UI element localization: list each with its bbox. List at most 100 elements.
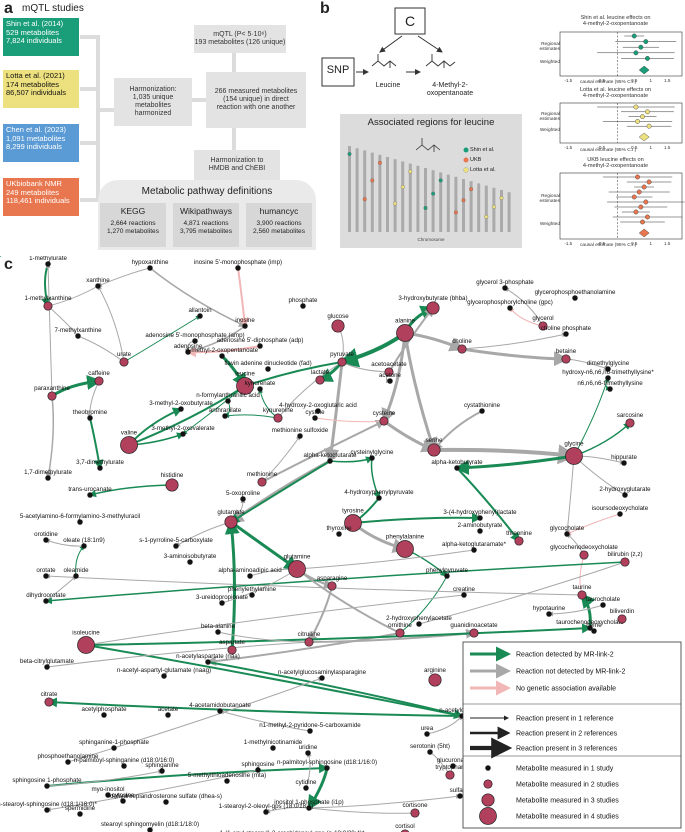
metabolite-label: orotidine [34,531,58,538]
metabolite-label: choline phosphate [541,325,592,332]
metabolite-label: bilirubin (z,z) [607,551,642,558]
forest-tick-label: 0.5 [631,145,638,150]
metabolite-label: citrulline [298,631,321,638]
metabolite-label: ornithine [388,622,412,629]
metabolite-node-circle [77,811,83,817]
metabolite-node-circle [43,573,49,579]
metabolite-label: 3,7-dimethylurate [76,459,124,466]
metabolite-label: hydroxy-n6,n6,n6-trimethyllysine* [562,369,654,376]
metabolite-node-circle [263,809,269,815]
forest-tick-label: -1.5 [564,145,572,150]
metabolite-node-circle [44,664,50,670]
metabolite-label: glutamate [217,509,245,516]
metabolite-node-circle [43,301,53,311]
legend-dot-ukb [463,157,469,163]
metabolite-node-circle [538,321,548,331]
metabolite-label: sphingosine [241,761,275,768]
metabolite-label: dihydroorotate [26,592,66,599]
metabolite-node: alpha-ketoglutarate [304,452,357,464]
metabolite-node: 5-acetylamino-6-formylamino-3-methylurac… [20,513,140,525]
metabolite-label: betaine [556,348,577,355]
reaction-edge [432,410,483,452]
chromosome-bar [348,146,351,232]
metabolite-node-circle [502,285,508,291]
chromosome-bar [393,159,397,232]
chromosome-bar [386,157,389,232]
metabolite-label: theobromine [73,409,108,416]
estimate-point [640,219,645,225]
metabolite-node: glycerophosphorylcholine (gpc) [467,299,553,311]
metabolite-node: hippurate [611,454,637,466]
metabolite-node-circle [265,366,271,372]
metabolite-node-circle [369,455,375,461]
metabolite-node: 3-hydroxybutyrate (bhba) [398,295,468,315]
metabolite-label: cytosine [112,792,135,799]
metabolite-node: 2-hydroxyglutarate [599,486,651,498]
metabolite-node: biliverdin [610,608,635,624]
metabolite-node: alpha-ketoglutaramate* [442,541,507,553]
reaction-edge [370,457,381,500]
metabolite-label: n-acetylglucosaminylasparagine [278,669,367,676]
estimate-point [646,123,652,129]
forest-title-lotta: Lotta et al. leucine effects on 4-methyl… [579,87,652,100]
metabolite-label: n-acetyl-aspartyl-glutamate (naag) [117,667,211,674]
metabolite-node-circle [255,767,261,773]
reaction-edge [295,567,401,634]
metabolite-label: isoursodeoxycholate [592,505,649,512]
metabolite-label: flavin adenine dinucleotide (fad) [224,360,311,367]
metabolite-node-circle [297,433,303,439]
metabolite-node-circle [400,829,410,832]
metabolite-node-circle [304,637,314,647]
metabolite-node: urea [421,725,434,737]
metabolite-label: acetate [158,706,179,713]
metabolite-node-circle [119,357,129,367]
metabolite-label: 2-hydroxyphenylacetate [386,615,452,622]
metabolite-node: sphingosine 1-phosphate [12,777,82,789]
metabolite-node: tyrosine [342,508,364,532]
metabolite-node-circle [479,408,485,414]
metabolite-node: alpha-aminoadipic acid [218,567,282,579]
pathway-metabolites: 2,560 metabolites [252,227,306,235]
mqtl-line: 193 metabolites (126 unique) [194,39,286,46]
metabolite-label: inosine [235,317,255,324]
assoc-region-dot [400,185,405,189]
metabolite-label: 3-methyl-2-oxovalerate [151,425,215,432]
study-individuals: 86,507 individuals [6,88,67,98]
reaction-edge [77,335,125,363]
estimate-point [635,119,640,124]
metabolite-node: n-stearoyl-sphingosine (d18:1/18:0)* [0,801,97,813]
forest-tick-label: -0.5 [597,78,605,83]
metabolite-label: n6,n6,n6-trimethyllysine [577,380,643,387]
metabolite-node-circle [600,602,606,608]
metabolite-node: leucine [235,371,255,395]
metabolite-node: 1-methylurate [29,256,67,267]
metabolite-node-circle [219,600,225,606]
pathway-name: humancyc [259,206,299,216]
reaction-edge [97,285,125,363]
metabolite-label: n1-methyl-2-pyridone-5-carboxamide [259,722,361,729]
metabolite-node-circle [44,807,50,813]
reaction-edge [46,769,163,787]
metabolite-node-circle [307,728,313,734]
metabolite-node: kynurenate [245,380,276,392]
reaction-edge [403,332,438,453]
metabolite-node-circle [47,391,57,401]
metabolite-label: sphinganine-1-phosphate [79,739,149,746]
metabolite-node: phenylpyruvate [426,567,469,579]
assoc-region-dot [453,210,458,215]
assoc-region-dot [362,197,367,202]
metabolite-node: 7-methylxanthine [54,327,102,339]
weighted-estimate-diamond [638,228,650,238]
legend-study-swatch [483,779,493,789]
metabolite-label: pyruvate [330,351,354,358]
metabolite-label: hypoxanthine [132,259,169,266]
harmonization-box: Harmonization: 1,035 unique metabolites … [114,78,192,126]
reaction-edge [44,561,626,605]
metabolite-label: cysteine [373,410,396,417]
metabolite-node: glycerol 3-phosphate [476,279,534,291]
metabolite-node: glutamine [284,554,311,578]
metabolite-node: 4-hydroxyphenylpyruvate [344,489,414,501]
metabolite-node: alanine [395,318,416,342]
reaction-edge [307,767,329,811]
reaction-edge [461,332,567,350]
